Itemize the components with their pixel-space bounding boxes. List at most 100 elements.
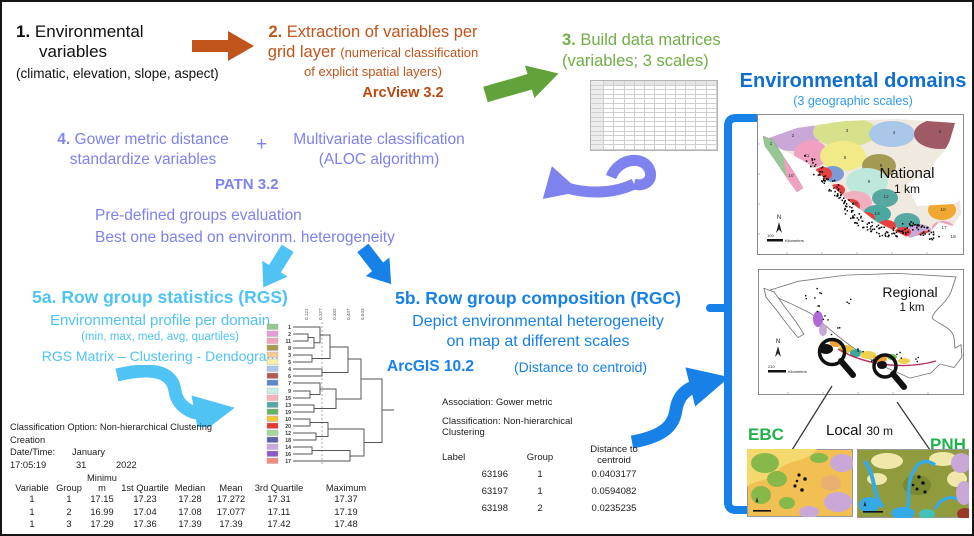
matrix-cell	[634, 113, 646, 118]
terrain-patch	[871, 453, 903, 469]
matrix-cell	[624, 99, 635, 104]
matrix-cell	[675, 117, 687, 123]
regional-scalebar-num: 210	[768, 364, 775, 369]
matrix-cell	[665, 81, 676, 86]
svg-text:17: 17	[941, 225, 947, 231]
matrix-cell	[696, 99, 707, 104]
stats-cell: 1	[29, 494, 35, 504]
stats-day: 31	[76, 459, 87, 470]
step2-block: 2. Extraction of variables per grid laye…	[257, 22, 489, 103]
matrix-cell	[591, 108, 604, 114]
matrix-cell	[696, 126, 707, 132]
matrix-cell	[645, 94, 656, 100]
matrix-cell	[706, 126, 717, 132]
map-ticks	[758, 143, 928, 254]
matrix-cell	[614, 131, 625, 137]
step4-number: 4.	[57, 131, 71, 148]
stats-cell: 17.19	[334, 506, 358, 517]
matrix-cell	[645, 136, 656, 141]
matrix-cell	[655, 99, 666, 104]
matrix-cell	[696, 113, 707, 118]
step5b-block: 5b. Row group composition (RGC) Depict e…	[382, 288, 694, 351]
baja-south	[783, 156, 803, 192]
matrix-cell	[665, 103, 676, 109]
terrain-patch	[919, 509, 935, 518]
stats-cell: 17.39	[219, 519, 243, 529]
matrix-cell	[634, 140, 646, 146]
matrix-cell	[614, 122, 625, 127]
matrix-cell	[686, 126, 697, 132]
stats-cell: 2	[66, 506, 72, 517]
zoom-connector-lines	[791, 385, 931, 451]
matrix-cell	[655, 122, 666, 127]
matrix-cell	[706, 103, 717, 109]
matrix-cell	[604, 90, 615, 95]
data-matrix	[590, 80, 718, 151]
step5a-title: 5a. Row group statistics (RGS)	[32, 287, 288, 307]
stats-cell: 17.272	[216, 494, 246, 504]
ebc-label: EBC	[748, 425, 784, 444]
matrix-cell	[604, 126, 615, 132]
matrix-cell	[624, 113, 635, 118]
matrix-cell	[686, 99, 697, 104]
matrix-cell	[645, 81, 656, 86]
national-scalebar-num: 100	[767, 233, 774, 238]
matrix-cell	[604, 103, 615, 109]
rgc-cell: 1	[537, 469, 543, 480]
matrix-cell	[706, 94, 717, 100]
stats-creation: Creation	[10, 434, 46, 445]
matrix-cell	[604, 94, 615, 100]
step3-number: 3.	[562, 31, 576, 49]
rgc-cell: 63197	[481, 486, 508, 497]
step5b-tool-arcgis: ArcGIS 10.2	[387, 358, 475, 375]
matrix-cell	[604, 122, 615, 127]
stats-col-header: Median	[174, 483, 206, 493]
step4-left-block: 4. Gower metric distance standardize var…	[28, 130, 258, 170]
rgc-cell: 63198	[481, 503, 508, 514]
regional-label: Regional	[882, 284, 937, 300]
national-label: National	[879, 165, 934, 182]
matrix-cell	[665, 140, 676, 146]
arrow-step5b-to-maps	[630, 367, 730, 449]
svg-text:10: 10	[940, 207, 946, 213]
matrix-cell	[686, 140, 697, 146]
bracket-icon	[706, 114, 764, 514]
matrix-cell	[591, 126, 604, 132]
regional-map: Regional 1 km N 210 Kilometers	[758, 269, 964, 395]
matrix-cell	[686, 145, 697, 150]
matrix-cell	[604, 99, 615, 104]
step5b-line1: Depict environmental heterogeneity	[412, 313, 664, 330]
stats-cell: 17.37	[334, 494, 358, 504]
dendro-scale-5: 0.543	[360, 308, 365, 320]
rgc-cell: 0.0594082	[591, 486, 637, 497]
matrix-cell	[614, 113, 625, 118]
matrix-cell	[604, 131, 615, 137]
terrain-patch	[779, 497, 795, 509]
matrix-cell	[645, 103, 656, 109]
svg-text:15: 15	[285, 396, 291, 402]
regional-black-specks	[805, 287, 919, 363]
step1-block: 1. Environmental variables (climatic, el…	[16, 22, 231, 81]
matrix-cell	[686, 108, 697, 114]
north-arrow-icon	[776, 222, 782, 233]
matrix-cell	[634, 99, 646, 104]
matrix-cell	[645, 117, 656, 123]
regional-scale-label: 1 km	[900, 302, 925, 314]
matrix-cell	[591, 145, 604, 150]
matrix-cell	[706, 99, 717, 104]
domains-title: Environmental domains	[739, 70, 967, 92]
north-letter: N	[777, 215, 781, 221]
stats-col-header: 3rd Quartile	[254, 483, 304, 493]
svg-text:14: 14	[285, 445, 291, 451]
matrix-cell	[655, 117, 666, 123]
matrix-cell	[696, 145, 707, 150]
matrix-cell	[624, 145, 635, 150]
matrix-cell	[665, 122, 676, 127]
matrix-cell	[614, 90, 625, 95]
north-arrow-icon	[775, 346, 781, 357]
stats-cell: 17.23	[133, 494, 157, 504]
matrix-cell	[591, 122, 604, 127]
